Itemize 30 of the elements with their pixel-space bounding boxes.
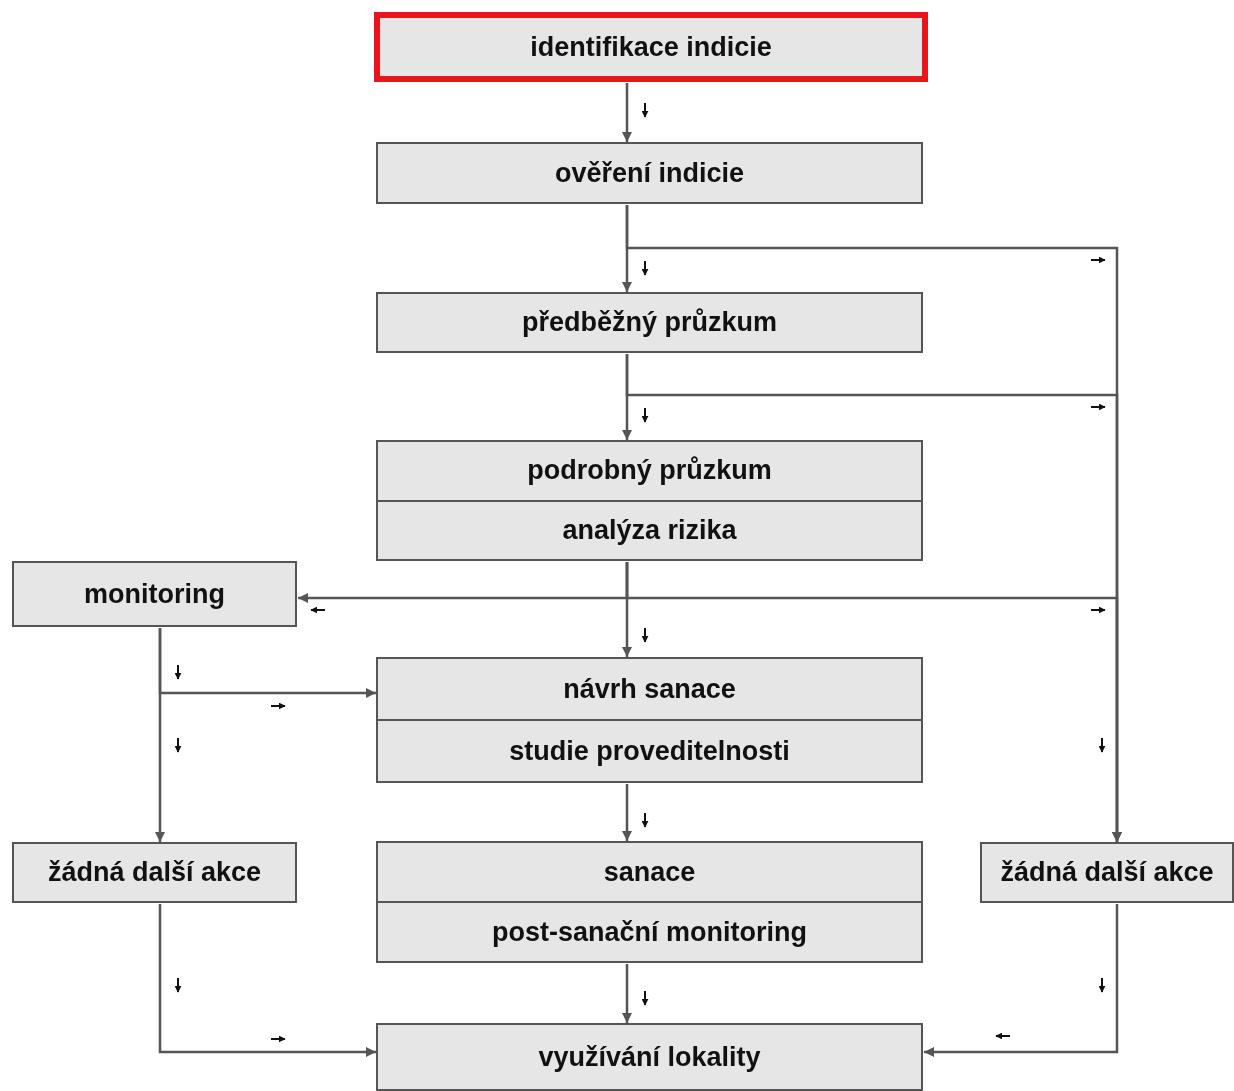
connector-line [622,784,632,841]
connector-line [158,904,376,1057]
connector-line [622,964,632,1023]
box-label: využívání lokality [538,1041,761,1073]
split-process-box [376,657,923,783]
connector-line [924,904,1119,1057]
process-box [12,561,297,627]
connector-line [625,562,1122,842]
process-box [12,842,297,903]
connector-line [622,83,632,142]
split-process-box [376,841,923,963]
box-label: podrobný průzkum [527,455,772,487]
process-box [374,12,928,82]
box-label: identifikace indicie [530,31,772,63]
box-label: monitoring [84,578,225,610]
process-box [980,842,1234,903]
split-process-box [376,440,923,561]
process-box [376,1023,923,1091]
box-label: studie proveditelnosti [509,735,790,767]
process-box [376,292,923,353]
process-box [376,142,923,204]
box-label: ověření indicie [554,157,745,189]
box-label: předběžný průzkum [521,307,777,338]
box-label: post-sanační monitoring [492,916,807,948]
box-label: sanace [603,856,696,888]
box-label: žádná další akce [1000,857,1214,888]
box-label: návrh sanace [563,673,736,705]
connector-line [155,628,165,842]
box-label: žádná další akce [47,857,262,888]
box-label: analýza rizika [562,514,737,546]
